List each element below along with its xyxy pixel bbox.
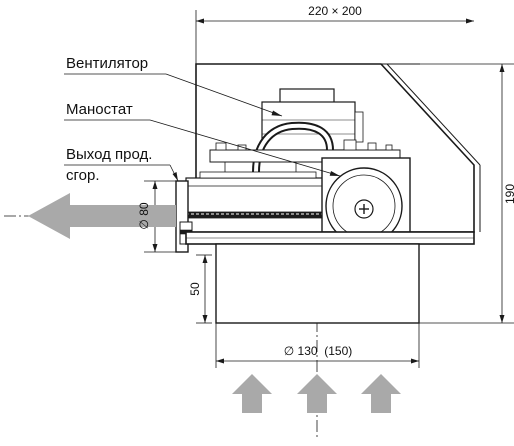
intake-arrow-center xyxy=(297,374,337,413)
dim-top-width: 220 × 200 xyxy=(308,4,362,18)
label-exhaust-line2: сгор. xyxy=(66,167,100,184)
intake-arrow-left xyxy=(232,374,272,413)
label-pressure-switch: Маностат xyxy=(66,101,133,118)
dim-outlet-diameter: ∅ 80 xyxy=(137,202,151,229)
exhaust-arrow xyxy=(28,193,176,239)
intake-arrows xyxy=(232,374,401,413)
leader-arrowheads xyxy=(172,110,340,181)
intake-arrow-right xyxy=(361,374,401,413)
dim-collar-height: 50 xyxy=(188,282,202,296)
blower-wheel xyxy=(321,157,411,245)
dim-inlet-diameter: ∅ 130 (150) xyxy=(284,344,353,358)
base-plate xyxy=(185,231,475,245)
label-exhaust-line1: Выход прод. xyxy=(66,146,152,163)
exhaust-duct-body xyxy=(185,171,327,233)
dimension-arrowheads xyxy=(152,18,505,364)
label-fan: Вентилятор xyxy=(66,55,148,72)
leader-lines xyxy=(64,73,341,182)
dim-height: 190 xyxy=(503,184,514,204)
dimension-lines xyxy=(144,10,514,368)
inlet-collar xyxy=(215,243,420,324)
